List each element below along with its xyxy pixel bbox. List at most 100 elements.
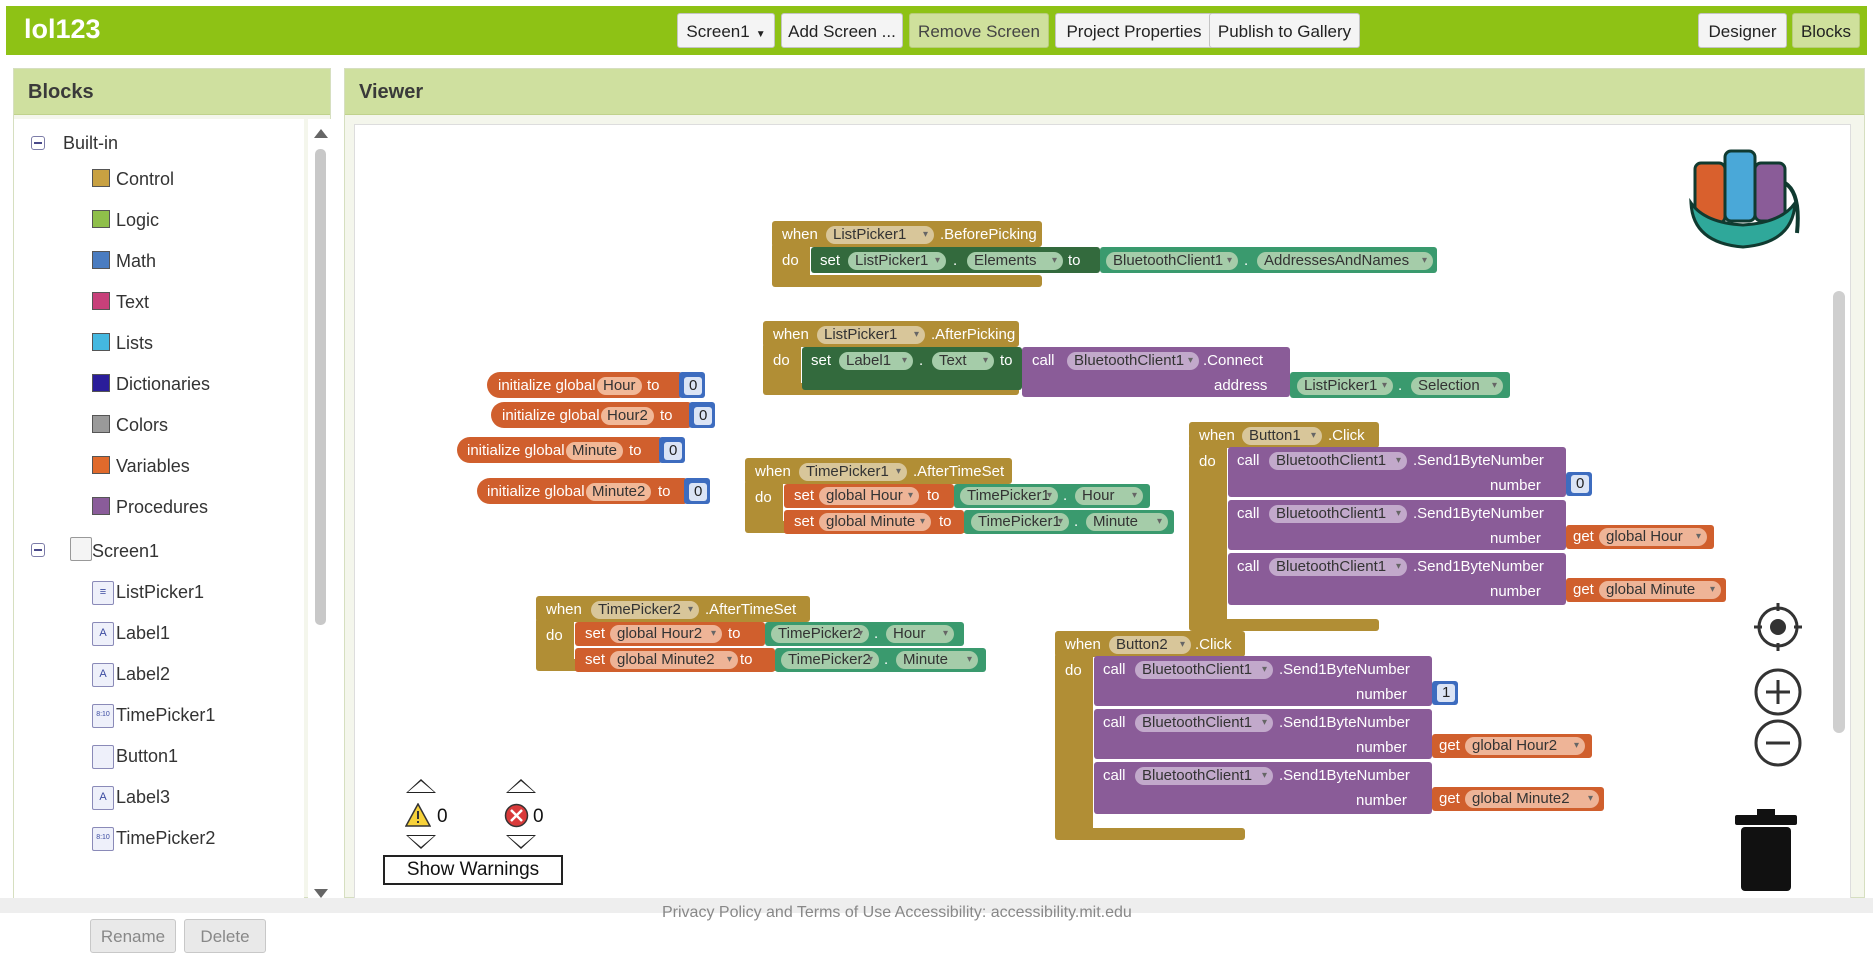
get-var-dropdown[interactable]: global Minute [1599, 581, 1721, 599]
component-dropdown[interactable]: TimePicker1 [799, 463, 907, 481]
set-property-dropdown[interactable]: Elements [967, 252, 1063, 270]
blocks-button[interactable]: Blocks [1792, 13, 1860, 48]
tp-component-dropdown[interactable]: TimePicker2 [771, 625, 869, 643]
set-var-dropdown[interactable]: global Hour2 [610, 625, 722, 643]
init-global-block [457, 437, 662, 463]
global-name[interactable]: Minute2 [586, 483, 652, 501]
global-name[interactable]: Hour [597, 377, 642, 395]
builtin-item-dictionaries[interactable]: Dictionaries [116, 374, 211, 394]
bt-property-dropdown[interactable]: AddressesAndNames [1257, 252, 1433, 270]
add-screen-button[interactable]: Add Screen ... [781, 13, 903, 48]
backpack-icon[interactable] [1685, 143, 1803, 253]
tp-property-dropdown[interactable]: Hour [1075, 487, 1143, 505]
tp-component-dropdown[interactable]: TimePicker1 [971, 513, 1069, 531]
set-var-dropdown[interactable]: global Minute [819, 513, 931, 531]
component-item-button1[interactable]: Button1 [116, 746, 179, 766]
event-name: .AfterTimeSet [705, 601, 797, 618]
component-item-listpicker1[interactable]: ListPicker1 [116, 582, 205, 602]
trash-icon[interactable] [1731, 805, 1801, 895]
number-value[interactable]: 1 [1437, 684, 1456, 702]
component-item-timepicker2[interactable]: TimePicker2 [116, 828, 216, 848]
component-item-label1[interactable]: Label1 [116, 623, 171, 643]
prev-error-icon[interactable] [506, 779, 536, 793]
tp-component-dropdown[interactable]: TimePicker2 [781, 651, 879, 669]
project-properties-button[interactable]: Project Properties [1055, 13, 1213, 48]
zoom-in-icon[interactable] [1752, 666, 1804, 718]
publish-to-gallery-button[interactable]: Publish to Gallery [1209, 13, 1360, 48]
tp-property-dropdown[interactable]: Hour [886, 625, 954, 643]
set-var-dropdown[interactable]: global Hour [819, 487, 919, 505]
tp-component-dropdown[interactable]: TimePicker1 [960, 487, 1058, 505]
screen-tree-label[interactable]: Screen1 [92, 541, 160, 561]
tree-scrollbar[interactable] [308, 119, 332, 909]
component-dropdown[interactable]: Button1 [1242, 427, 1322, 445]
component-item-label3[interactable]: Label3 [116, 787, 171, 807]
builtin-item-logic[interactable]: Logic [116, 210, 160, 230]
get-label: get [1439, 790, 1460, 807]
global-name[interactable]: Minute [566, 442, 624, 460]
component-item-timepicker1[interactable]: TimePicker1 [116, 705, 216, 725]
blocks-workspace[interactable]: when ListPicker1 .BeforePicking do set L… [354, 124, 1851, 906]
scroll-down-icon[interactable] [314, 889, 328, 898]
arg-property-dropdown[interactable]: Selection [1411, 377, 1503, 395]
next-warning-icon[interactable] [406, 835, 436, 849]
when-label: when [773, 326, 809, 343]
builtin-label[interactable]: Built-in [63, 133, 119, 153]
number-value[interactable]: 0 [689, 483, 708, 501]
builtin-item-lists[interactable]: Lists [116, 333, 154, 353]
delete-button[interactable]: Delete [184, 919, 266, 953]
bt-component-dropdown[interactable]: BluetoothClient1 [1269, 452, 1407, 470]
next-error-icon[interactable] [506, 835, 536, 849]
bt-component-dropdown[interactable]: BluetoothClient1 [1269, 558, 1407, 576]
component-item-label2[interactable]: Label2 [116, 664, 171, 684]
builtin-item-control[interactable]: Control [116, 169, 175, 189]
set-component-dropdown[interactable]: ListPicker1 [848, 252, 946, 270]
component-dropdown[interactable]: TimePicker2 [591, 601, 699, 619]
get-var-dropdown[interactable]: global Hour2 [1465, 737, 1585, 755]
bt-component-dropdown[interactable]: BluetoothClient1 [1135, 714, 1273, 732]
collapse-screen-icon[interactable] [31, 543, 45, 557]
component-dropdown[interactable]: Button2 [1109, 636, 1191, 654]
get-var-dropdown[interactable]: global Hour [1599, 528, 1707, 546]
bt-component-dropdown[interactable]: BluetoothClient1 [1067, 352, 1199, 370]
remove-screen-button[interactable]: Remove Screen [909, 13, 1049, 48]
number-value[interactable]: 0 [684, 377, 703, 395]
bt-component-dropdown[interactable]: BluetoothClient1 [1106, 252, 1238, 270]
bt-component-dropdown[interactable]: BluetoothClient1 [1269, 505, 1407, 523]
collapse-builtin-icon[interactable] [31, 136, 45, 150]
component-dropdown[interactable]: ListPicker1 [817, 326, 925, 344]
global-name[interactable]: Hour2 [601, 407, 654, 425]
builtin-item-colors[interactable]: Colors [116, 415, 169, 435]
bt-component-dropdown[interactable]: BluetoothClient1 [1135, 661, 1273, 679]
screen-select[interactable]: Screen1▼ [677, 13, 775, 48]
set-property-dropdown[interactable]: Text [932, 352, 994, 370]
method-name: .Send1ByteNumber [1279, 767, 1410, 784]
builtin-item-text[interactable]: Text [116, 292, 150, 312]
designer-button[interactable]: Designer [1698, 13, 1787, 48]
scrollbar-thumb[interactable] [315, 149, 326, 625]
arg-component-dropdown[interactable]: ListPicker1 [1297, 377, 1393, 395]
builtin-item-variables[interactable]: Variables [116, 456, 190, 476]
zoom-out-icon[interactable] [1752, 717, 1804, 769]
get-var-dropdown[interactable]: global Minute2 [1465, 790, 1599, 808]
footer-links[interactable]: Privacy Policy and Terms of Use Accessib… [662, 904, 1132, 921]
recenter-icon[interactable] [1752, 601, 1804, 653]
prev-warning-icon[interactable] [406, 779, 436, 793]
scroll-up-icon[interactable] [314, 129, 328, 138]
number-value[interactable]: 0 [694, 407, 713, 425]
builtin-item-math[interactable]: Math [116, 251, 157, 271]
event-name: .AfterPicking [931, 326, 1016, 343]
set-component-dropdown[interactable]: Label1 [839, 352, 913, 370]
tp-property-dropdown[interactable]: Minute [1086, 513, 1168, 531]
number-value[interactable]: 0 [664, 442, 683, 460]
set-var-dropdown[interactable]: global Minute2 [610, 651, 738, 669]
top-bar: lol123 Screen1▼ Add Screen ... Remove Sc… [6, 6, 1867, 55]
number-value[interactable]: 0 [1571, 475, 1590, 493]
tp-property-dropdown[interactable]: Minute [896, 651, 978, 669]
component-dropdown[interactable]: ListPicker1 [826, 226, 934, 244]
workspace-scrollbar[interactable] [1833, 291, 1845, 733]
show-warnings-button[interactable]: Show Warnings [383, 855, 563, 885]
rename-button[interactable]: Rename [90, 919, 176, 953]
builtin-item-procedures[interactable]: Procedures [116, 497, 209, 517]
bt-component-dropdown[interactable]: BluetoothClient1 [1135, 767, 1273, 785]
